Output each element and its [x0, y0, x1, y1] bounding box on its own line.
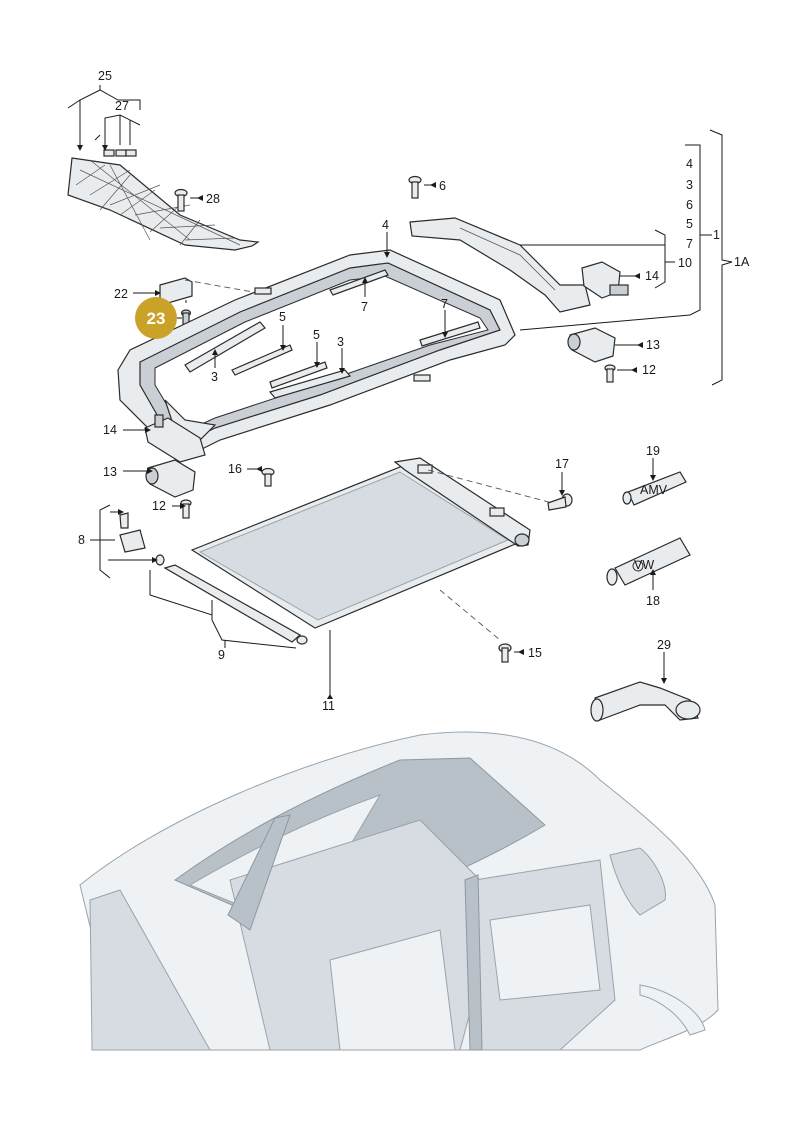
arrow-heads [77, 145, 667, 699]
label-14-right: 14 [645, 269, 659, 283]
car-body [79, 731, 719, 1051]
sunblind-11 [190, 457, 531, 629]
hose-elbow-29 [590, 681, 701, 722]
tube-19: AMV [622, 471, 687, 506]
label-3-b: 3 [211, 370, 218, 384]
leader-lines [67, 85, 733, 695]
screw-17 [547, 493, 573, 511]
label-8: 8 [78, 533, 85, 547]
label-1A: 1A [734, 255, 750, 269]
sensor-13-right [567, 327, 616, 363]
label-27: 27 [115, 99, 129, 113]
label-6: 6 [439, 179, 446, 193]
label-list-7: 7 [686, 237, 693, 251]
label-16: 16 [228, 462, 242, 476]
label-4-frame: 4 [382, 218, 389, 232]
label-11: 11 [322, 699, 335, 713]
rail-part-4 [409, 217, 591, 313]
label-17: 17 [555, 457, 569, 471]
guide-rail-9 [155, 554, 308, 645]
tube-19-text: AMV [640, 483, 668, 497]
label-list-3: 3 [686, 178, 693, 192]
label-7-a: 7 [361, 300, 368, 314]
label-5-a: 5 [279, 310, 286, 324]
label-10: 10 [678, 256, 692, 270]
label-14-left: 14 [103, 423, 117, 437]
tube-18-text: VW [634, 558, 654, 572]
screw-16 [261, 467, 275, 487]
label-3-a: 3 [337, 335, 344, 349]
sensor-13-left [145, 459, 196, 498]
assembly-line-15 [439, 589, 501, 641]
net-part-25 [67, 149, 260, 251]
label-12-right: 12 [642, 363, 656, 377]
motor-14-right [581, 261, 629, 299]
screw-12-left [180, 499, 192, 519]
label-22: 22 [114, 287, 128, 301]
tube-18: VW [606, 537, 691, 586]
label-13-left: 13 [103, 465, 117, 479]
assembly-line-17 [427, 469, 561, 506]
label-list-5: 5 [686, 217, 693, 231]
label-18: 18 [646, 594, 660, 608]
highlight-callout-23[interactable]: 23 [135, 297, 182, 339]
screw-15 [498, 643, 512, 663]
highlight-badge-label: 23 [147, 309, 166, 328]
label-list-4: 4 [686, 157, 693, 171]
clip-8 [119, 512, 146, 553]
label-12-left: 12 [152, 499, 166, 513]
label-1: 1 [713, 228, 720, 242]
label-19: 19 [646, 444, 660, 458]
callout-labels: 25 27 28 22 6 4 4 3 6 5 7 1 1A 10 14 13 … [78, 69, 750, 713]
screw-6 [408, 175, 422, 199]
highlight-badge[interactable] [135, 297, 177, 339]
screw-12-right [604, 364, 616, 383]
motor-14-left [144, 414, 206, 463]
label-25: 25 [98, 69, 112, 83]
label-28: 28 [206, 192, 220, 206]
screw-28 [174, 188, 188, 212]
label-5-b: 5 [313, 328, 320, 342]
label-13-right: 13 [646, 338, 660, 352]
label-list-6: 6 [686, 198, 693, 212]
vw-logo-icon [632, 560, 644, 572]
label-15: 15 [528, 646, 542, 660]
label-9: 9 [218, 648, 225, 662]
label-7-b: 7 [441, 297, 448, 311]
label-29: 29 [657, 638, 671, 652]
